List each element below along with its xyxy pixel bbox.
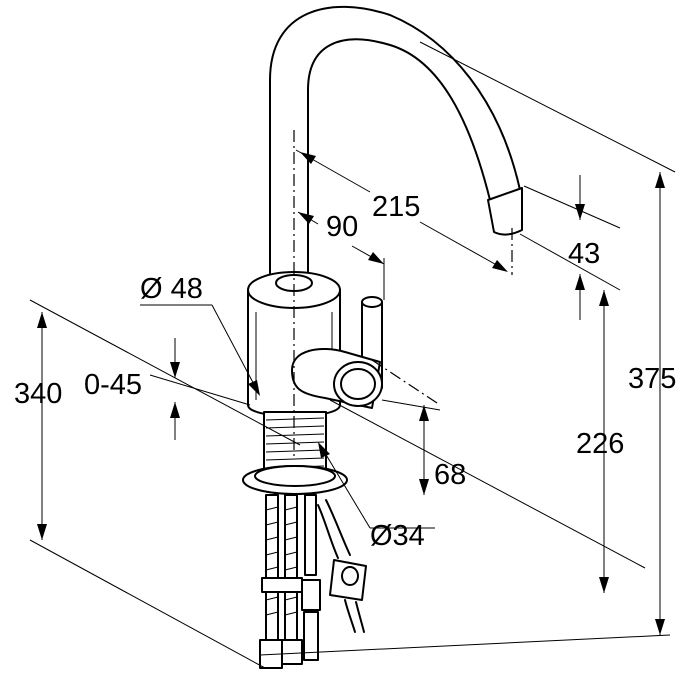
pullout-hose — [317, 499, 367, 633]
dim-label-shank-diameter: Ø34 — [370, 520, 425, 552]
center-lines — [293, 130, 513, 460]
dim-label-reach: 215 — [372, 191, 420, 223]
spout — [269, 5, 523, 283]
dimension-lines — [29, 41, 676, 669]
supply-hoses — [259, 494, 321, 669]
dim-label-adjust-range: 0-45 — [84, 369, 142, 401]
dim-label-deck-height: 340 — [14, 378, 62, 410]
dim-label-spout-tip: 43 — [568, 238, 600, 270]
dim-label-handle-height: 68 — [434, 459, 466, 491]
dim-label-total-height: 375 — [628, 363, 676, 395]
lever-handle — [291, 296, 383, 409]
dim-label-handle-offset: 90 — [326, 211, 358, 243]
dim-label-clearance: 226 — [576, 428, 624, 460]
dim-label-body-diameter: Ø 48 — [140, 273, 203, 305]
threaded-shank — [242, 411, 348, 495]
